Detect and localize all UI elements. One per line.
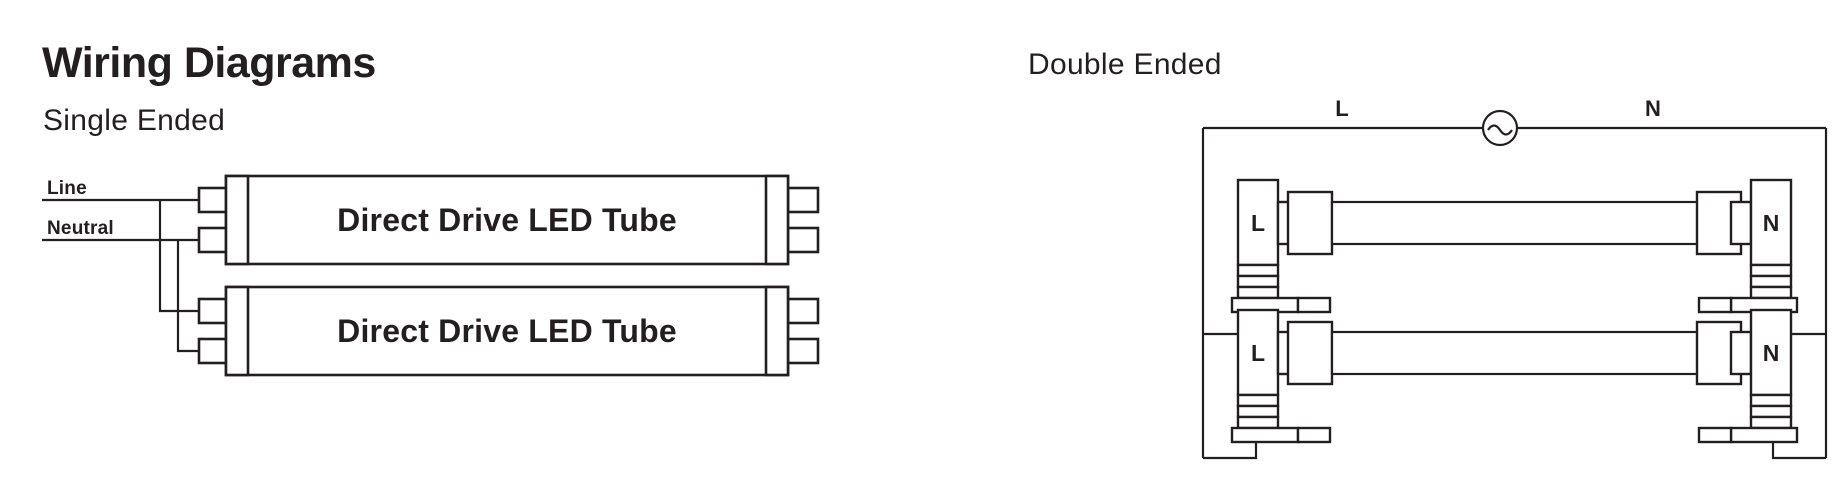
row-1-left-end-cap [1286,190,1334,256]
row-2-right-terminal-label: N [1763,340,1780,366]
row-1-right-slat-1 [1749,263,1793,278]
tube-1-left-pin-top [197,186,231,214]
row-1-right-terminal-box [1749,178,1793,267]
double-ended-heading: Double Ended [1028,48,1222,81]
row-1-right-terminal-label: N [1763,210,1780,236]
supply-loop-frame [1201,126,1828,458]
row-2-left-slat-2 [1236,404,1280,419]
row-1-left-holder [1230,178,1334,314]
row-2-left-base-inner [1230,426,1300,444]
row-2-right-slat-1 [1749,393,1793,408]
row-1-left-terminal-label: L [1251,210,1265,236]
row-1-right-holder [1695,178,1799,314]
tube-1-left-pin-bottom [197,226,231,254]
double-ended-diagram: L N L [1201,96,1828,460]
single-ended-heading: Single Ended [43,104,226,137]
row-2-right-slat-3 [1749,415,1793,430]
page-title: Wiring Diagrams [42,39,376,87]
row-2-left-terminal-label: L [1251,340,1265,366]
row-2-right-slat-2 [1749,404,1793,419]
led-tube-2 [197,285,820,377]
row-2-left-holder [1230,308,1334,444]
tube-1-right-pin-bottom [786,226,820,254]
feeder-wires [42,198,199,353]
line-branch-drop [158,200,199,313]
row-2-right-stub-wire [1771,442,1826,460]
tube-1-end-cap-left [224,174,250,266]
row-2-left-end-cap [1286,320,1334,386]
tube-2-right-pin-top [786,297,820,325]
row-2-left-base-outer [1296,426,1332,444]
single-ended-diagram: Line Neutral Direct Drive LED Tube [42,174,820,377]
row-1-left-base-outer [1296,296,1332,314]
row-2-left-stub-wire [1203,442,1258,460]
row-1-left-slat-3 [1236,285,1280,300]
row-1-right-socket-pin [1729,200,1753,246]
tube-2-end-cap-left [224,285,250,377]
ac-source-icon [1481,109,1519,147]
tube-2-body [224,285,790,377]
row-2-right-base-inner [1729,426,1799,444]
row-2-left-slat-3 [1236,415,1280,430]
neutral-branch-drop [176,240,199,353]
line-label: Line [47,178,87,199]
row-2-right-base-outer [1697,426,1733,444]
row-2-tube-body [1330,330,1702,376]
row-1-tube-body [1330,200,1702,246]
neutral-label: Neutral [47,218,114,239]
row-2-right-socket-pin [1729,330,1753,376]
tube-2-left-pin-bottom [197,337,231,365]
led-tube-1 [197,174,820,266]
row-2-left-terminal-box [1236,308,1280,397]
lampholder-row-1: L N [1203,178,1826,336]
tube-2-right-pin-bottom [786,337,820,365]
row-2-left-slat-1 [1236,393,1280,408]
tube-1-end-cap-right [764,174,790,266]
rail-neutral-label: N [1645,96,1661,121]
row-1-right-slat-2 [1749,274,1793,289]
row-1-left-terminal-box [1236,178,1280,267]
tube-1-right-pin-top [786,186,820,214]
tube-2-left-pin-top [197,297,231,325]
row-1-left-slat-1 [1236,263,1280,278]
row-2-right-holder [1695,308,1799,444]
tube-1-label: Direct Drive LED Tube [337,202,677,238]
row-1-right-base-outer [1697,296,1733,314]
tube-2-label: Direct Drive LED Tube [337,313,677,349]
lampholder-row-2: L N [1203,308,1826,460]
row-1-right-slat-3 [1749,285,1793,300]
rail-line-label: L [1335,96,1348,121]
row-1-left-slat-2 [1236,274,1280,289]
tube-2-end-cap-right [764,285,790,377]
